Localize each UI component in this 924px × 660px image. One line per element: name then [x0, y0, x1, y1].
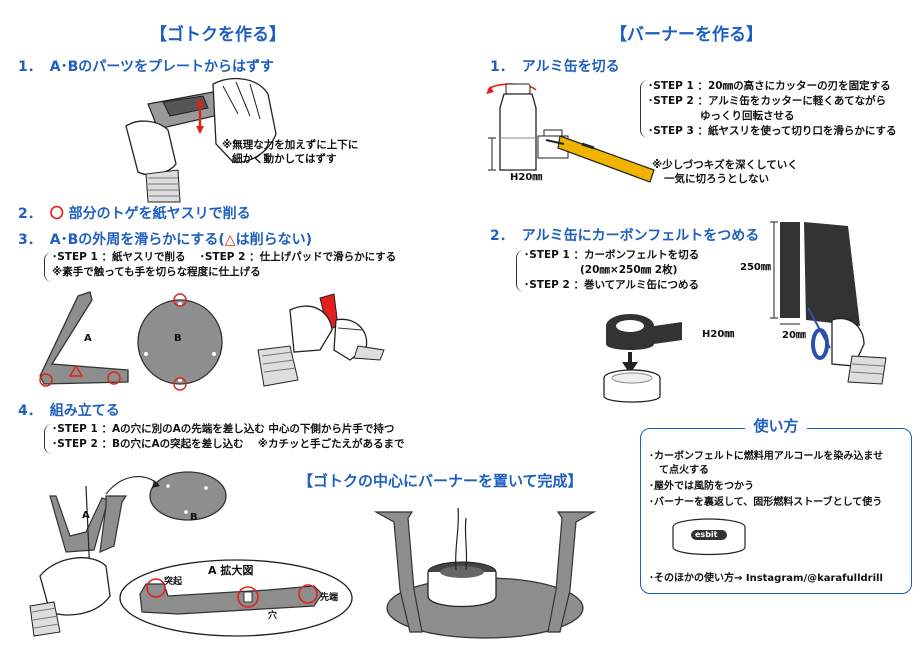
esbit-brand-label: esbit	[695, 530, 718, 539]
part-b-illustration	[137, 293, 223, 391]
tip-label: 先端	[320, 593, 339, 603]
gotoku-step1-heading: 1．A･Bのパーツをプレートからはずす	[18, 59, 274, 75]
gotoku-step2-heading: 2．〇 部分のトゲを紙ヤスリで削る	[18, 206, 251, 222]
burner-step1-line2b: ゆっくり回転させる	[700, 110, 795, 122]
completed-stove-illustration	[373, 507, 597, 639]
step1-note-line1: ※無理な力を加えずに上下に	[222, 139, 359, 151]
step4-line1: ･STEP 1 ：Aの穴に別のAの先端を差し込む 中心の下側から片手で持つ	[52, 423, 395, 435]
part-a-label: A	[84, 333, 92, 344]
complete-heading: 【ゴトクの中心にバーナーを置いて完成】	[298, 472, 583, 490]
usage-item3: ･バーナーを裏返して、固形燃料ストーブとして使う	[649, 497, 883, 508]
hole-label: 穴	[268, 611, 278, 621]
burner-step2-line1b: (20㎜×250㎜ 2枚)	[580, 264, 678, 276]
esbit-can-illustration	[672, 518, 746, 556]
step1-note-line2: 細かく動かしてはずす	[232, 153, 337, 165]
assembly-part-b-label: B	[190, 512, 198, 523]
burner-step1-line3: ･STEP 3 ：紙ヤスリを使って切り口を滑らかにする	[648, 125, 897, 137]
burner-title: 【バーナーを作る】	[610, 25, 763, 45]
protrusion-label: 突起	[164, 577, 183, 587]
gotoku-title: 【ゴトクを作る】	[150, 25, 286, 45]
usage-box: 使い方 ･カーボンフェルトに燃料用アルコールを染み込ませ て点火する ･屋外では…	[640, 417, 912, 594]
can-height-label: H20㎜	[510, 172, 543, 183]
usage-item1b: て点火する	[659, 465, 709, 476]
can-cutting-illustration	[486, 83, 655, 183]
felt-length-label: 250㎜	[740, 262, 771, 273]
burner-step1-note1: ※少しづつキズを深くしていく	[652, 159, 798, 171]
felt-width-label: 20㎜	[782, 330, 806, 341]
usage-other: ･そのほかの使い方→ Instagram/@karafulldrill	[649, 573, 883, 584]
burner-step1-line1: ･STEP 1 ：20㎜の高さにカッターの刃を固定する	[648, 80, 891, 92]
part-b-label: B	[174, 333, 182, 344]
burner-step2-heading: 2．アルミ缶にカーボンフェルトをつめる	[490, 228, 760, 244]
burner-step1-heading: 1．アルミ缶を切る	[490, 59, 620, 75]
gotoku-step3-heading: 3．A･Bの外周を滑らかにする(△は削らない)	[18, 232, 312, 248]
usage-item1a: ･カーボンフェルトに燃料用アルコールを染み込ませ	[649, 451, 884, 462]
step3-line1: ･STEP 1 ：紙ヤスリで削る ･STEP 2 ：仕上げパッドで滑らかにする	[52, 251, 397, 263]
part-a-zoom-illustration	[119, 559, 353, 637]
step3-line2: ※素手で触っても手を切らな程度に仕上げる	[52, 266, 261, 278]
burner-step2-line1: ･STEP 1 ：カーボンフェルトを切る	[524, 249, 700, 261]
assembly-part-a-label: A	[82, 510, 90, 521]
felt-strips-illustration	[770, 221, 887, 385]
usage-title: 使い方	[745, 417, 807, 435]
felt-height-label: H20㎜	[702, 329, 735, 340]
usage-item2: ･屋外では風防をつかう	[649, 481, 754, 492]
sanding-hands-illustration	[257, 293, 385, 387]
assembly-illustration	[29, 471, 227, 637]
gotoku-step4-heading: 4．組み立てる	[18, 403, 120, 419]
zoom-title: A 拡大図	[208, 564, 254, 577]
burner-step1-line2: ･STEP 2 ：アルミ缶をカッターに軽くあてながら	[648, 95, 887, 107]
burner-step2-line2: ･STEP 2 ：巻いてアルミ缶につめる	[524, 279, 700, 291]
step4-line2: ･STEP 2 ：Bの穴にAの突起を差し込む ※カチッと手ごたえがあるまで	[52, 438, 405, 450]
part-a-illustration	[39, 291, 129, 387]
hand-remove-illustration	[125, 77, 277, 203]
felt-roll-illustration	[603, 314, 682, 403]
burner-step1-note2: 一気に切ろうとしない	[664, 173, 769, 185]
